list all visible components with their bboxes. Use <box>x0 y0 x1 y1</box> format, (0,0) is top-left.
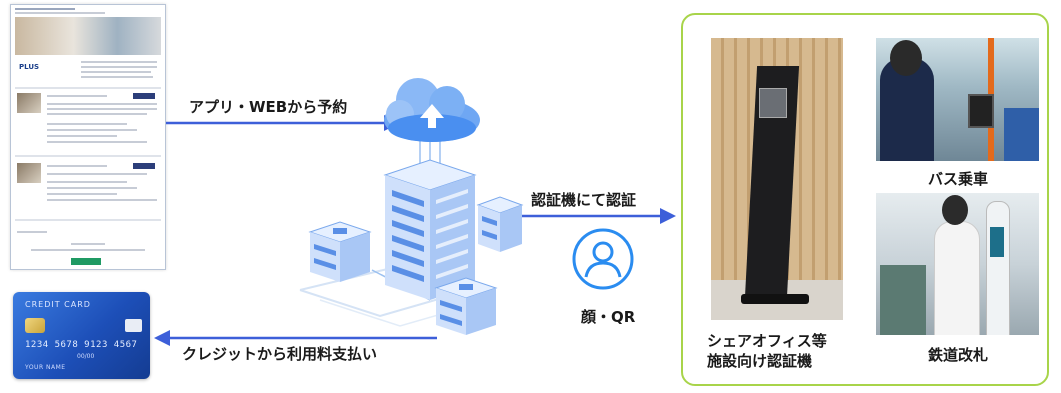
kiosk-label-line2: 施設向け認証機 <box>707 352 813 370</box>
bus-reader-device <box>968 94 994 128</box>
website-green-button <box>71 258 101 265</box>
kiosk-photo <box>711 38 843 320</box>
bus-label: バス乗車 <box>928 170 989 188</box>
website-hero-image <box>15 17 161 55</box>
booking-arrow <box>166 115 400 131</box>
server-illustration <box>299 78 524 335</box>
card-contactless-icon <box>125 319 142 332</box>
credit-card: CREDIT CARD 1234 5678 9123 4567 00/00 YO… <box>13 292 150 379</box>
payment-arrow <box>154 330 437 346</box>
auth-arrow <box>502 208 676 224</box>
credit-card-holder: YOUR NAME <box>25 364 66 371</box>
credit-card-title: CREDIT CARD <box>25 300 91 309</box>
auth-label: 認証機にて認証 <box>531 191 637 209</box>
kiosk-label-line1: シェアオフィス等 <box>707 332 827 350</box>
left-server <box>308 221 372 282</box>
face-qr-label: 顔・QR <box>581 308 636 326</box>
website-logo: PLUS <box>19 63 40 71</box>
bus-photo <box>876 38 1039 161</box>
credit-card-number: 1234 5678 9123 4567 <box>25 340 138 350</box>
cloud-icon <box>384 78 480 142</box>
credit-card-expiry: 00/00 <box>77 353 95 360</box>
website-screenshot: PLUS <box>10 4 166 270</box>
face-user-icon <box>572 228 634 290</box>
right-server <box>476 196 524 252</box>
card-chip-icon <box>25 318 45 333</box>
bottom-server <box>434 277 498 335</box>
kiosk-screen <box>759 88 787 118</box>
gate-screen <box>990 227 1004 257</box>
main-server-tower <box>383 159 477 300</box>
booking-label: アプリ・WEBから予約 <box>189 98 348 116</box>
railway-gate-photo <box>876 193 1039 335</box>
railway-label: 鉄道改札 <box>928 346 989 364</box>
payment-label: クレジットから利用料支払い <box>182 345 378 363</box>
